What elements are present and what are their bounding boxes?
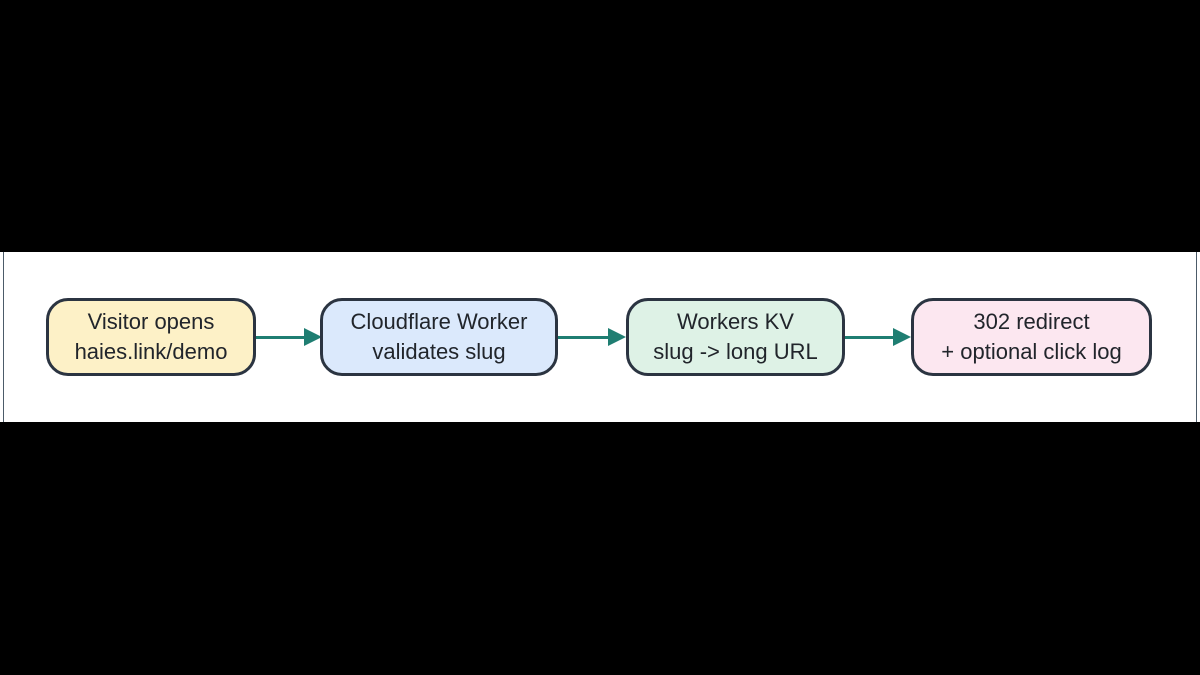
flow-node-302-redirect: 302 redirect + optional click log [911,298,1152,376]
flow-node-cloudflare-worker-line1: Cloudflare Worker [350,309,528,334]
arrow-shaft [558,335,610,339]
flow-arrow-worker-to-kv [558,328,626,346]
arrow-head-icon [304,328,322,346]
flow-node-302-redirect-line1: 302 redirect [973,309,1090,334]
flow-arrow-kv-to-redirect [845,328,911,346]
flow-node-workers-kv-line2: slug -> long URL [653,339,818,364]
arrow-head-icon [893,328,911,346]
arrow-shaft [845,335,895,339]
flow-node-302-redirect-line2: + optional click log [941,339,1122,364]
arrow-head-icon [608,328,626,346]
flow-node-cloudflare-worker-line2: validates slug [372,339,506,364]
flow-node-visitor-line2: haies.link/demo [74,339,228,364]
flow-node-visitor: Visitor opens haies.link/demo [46,298,256,376]
arrow-shaft [256,335,306,339]
flow-arrow-visitor-to-worker [256,328,322,346]
flow-node-visitor-line1: Visitor opens [87,309,215,334]
flow-node-workers-kv-line1: Workers KV [677,309,794,334]
flow-node-cloudflare-worker: Cloudflare Worker validates slug [320,298,558,376]
flow-node-workers-kv: Workers KV slug -> long URL [626,298,845,376]
